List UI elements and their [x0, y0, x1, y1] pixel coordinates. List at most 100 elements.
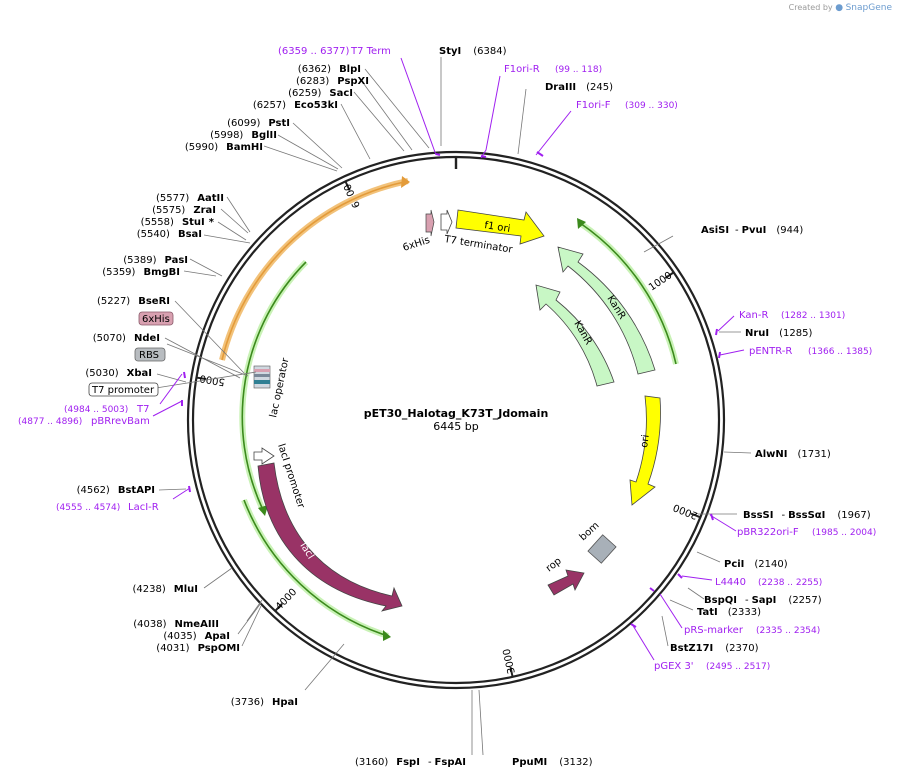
site-pspxi: (6283)PspXI — [296, 76, 369, 87]
site-fspi: (3160)FspI-FspAI — [355, 757, 466, 768]
orange-arrowhead — [401, 176, 410, 188]
primer-pbr322orif-range: (1985 .. 2004) — [812, 528, 876, 538]
t7-terminator-arrow — [440, 209, 453, 235]
green-arrowhead-right — [577, 218, 586, 229]
inner-features: f1 ori KanR KanR ori bom rop lacI lacI p… — [253, 209, 661, 612]
credit-prefix: Created by — [788, 3, 833, 12]
ori-arrow — [629, 395, 661, 506]
scale-tick-label: 1000 — [647, 270, 674, 293]
primer-t7term-name: T7 Term — [350, 46, 391, 57]
primer-kanr-range: (1282 .. 1301) — [781, 311, 845, 321]
credit-brand: SnapGene — [845, 3, 892, 13]
site-blpi: (6362)BlpI — [298, 64, 361, 75]
green-arrowhead-left — [258, 505, 268, 516]
primer-pbr322orif-name: pBR322ori-F — [737, 527, 799, 538]
sites-right: StyI(6384) DraIII(245) AsiSI-PvuI(944) N… — [439, 46, 871, 768]
primer-f1orif-name: F1ori-F — [576, 100, 611, 111]
primer-prsmarker-name: pRS-marker — [684, 625, 744, 636]
site-pcii: PciI(2140) — [724, 559, 788, 570]
primer-pgex3-name: pGEX 3' — [654, 661, 694, 672]
site-zrai: (5575)ZraI — [152, 205, 216, 216]
site-psti: (6099)PstI — [227, 118, 290, 129]
lac-operator-stripe-3 — [254, 380, 270, 384]
laci-arrow — [257, 462, 403, 612]
primer-pbrrevbam-range: (4877 .. 4896) — [18, 417, 82, 427]
green-arc-right-core — [579, 222, 677, 365]
primer-lacir-range: (4555 .. 4574) — [56, 503, 120, 513]
primer-l4440-name: L4440 — [715, 577, 746, 588]
scale-tick-label: 4000 — [274, 587, 299, 613]
feature-arrows — [219, 176, 679, 641]
kanr-arrow-1 — [557, 246, 656, 375]
scale-tick — [196, 376, 207, 381]
site-eco53ki: (6257)Eco53kI — [253, 100, 338, 111]
primer-f1orir-name: F1ori-R — [504, 64, 540, 75]
site-bstz17i: BstZ17I(2370) — [670, 643, 759, 654]
his-tag-label: 6xHis — [402, 235, 432, 254]
lac-operator-stripe-2 — [254, 374, 270, 377]
site-bseri: (5227)BseRI — [97, 296, 170, 307]
site-bmgbi: (5359)BmgBI — [102, 267, 180, 278]
primer-kanr-name: Kan-R — [739, 310, 768, 321]
scale-tick — [274, 603, 283, 612]
kanr-arrow-2 — [535, 284, 615, 387]
site-asisi: AsiSI-PvuI(944) — [701, 225, 803, 236]
rop-arrow — [547, 569, 585, 596]
plasmid-length: 6445 bp — [433, 420, 478, 433]
primer-l4440-range: (2238 .. 2255) — [758, 578, 822, 588]
site-aatii: (5577)AatII — [156, 193, 224, 204]
sites-left: (3160)FspI-FspAI (3736)HpaI (4038)NmeAII… — [77, 64, 466, 768]
site-saci: (6259)SacI — [288, 88, 353, 99]
lac-operator-stripe-1 — [254, 369, 270, 372]
bom-box — [587, 534, 617, 564]
scale-tick — [690, 512, 701, 519]
site-styi: StyI(6384) — [439, 46, 507, 57]
site-mlui: (4238)MluI — [133, 584, 198, 595]
f1-ori-arrow — [455, 209, 545, 245]
primer-ticks — [181, 151, 721, 628]
primer-pentrr-range: (1366 .. 1385) — [808, 347, 872, 357]
site-ndei: (5070)NdeI — [93, 333, 160, 344]
his-box — [138, 311, 174, 326]
snapgene-credit: Created by ● SnapGene — [789, 3, 892, 13]
primer-t7-name: T7 — [136, 404, 149, 415]
plasmid-name: pET30_Halotag_K73T_Jdomain — [364, 407, 549, 420]
site-bsai: (5540)BsaI — [137, 229, 202, 240]
site-hpai: (3736)HpaI — [231, 697, 298, 708]
his-box-label: 6xHis — [142, 314, 170, 325]
primer-pbrrevbam-name: pBRrevBam — [91, 416, 150, 427]
site-nrui: NruI(1285) — [745, 328, 812, 339]
rbs-box — [134, 347, 166, 362]
snapgene-logo: ● — [835, 3, 844, 13]
primer-t7-range: (4984 .. 5003) — [64, 405, 128, 415]
scale-tick — [344, 180, 351, 191]
scale-tick — [664, 271, 675, 279]
lac-operator-label: lac operator — [268, 356, 292, 418]
site-bamhi: (5990)BamHI — [185, 142, 263, 153]
boxed-labels: 6xHis RBS T7 promoter — [88, 311, 174, 397]
site-nmeaiii: (4038)NmeAIII — [133, 619, 219, 630]
scale-tick — [509, 666, 514, 678]
primer-prsmarker-range: (2335 .. 2354) — [756, 626, 820, 636]
primer-f1orir-range: (99 .. 118) — [555, 65, 602, 75]
ori-label: ori — [639, 434, 652, 448]
primer-pgex3-range: (2495 .. 2517) — [706, 662, 770, 672]
site-draiii: DraIII(245) — [545, 82, 613, 93]
orange-arc — [219, 178, 409, 361]
orange-arc-core — [221, 181, 405, 361]
scale-tick-label: 3000 — [502, 647, 518, 674]
site-bspqi: BspQI-SapI(2257) — [704, 595, 822, 606]
t7promoter-box-label: T7 promoter — [91, 385, 155, 396]
leader-lines — [155, 57, 752, 756]
green-arc-left-core — [241, 261, 307, 511]
primer-f1orif-range: (309 .. 330) — [625, 101, 678, 111]
site-bsssi: BssSI-BssSαI(1967) — [743, 510, 871, 521]
rop-label: rop — [544, 556, 564, 575]
primer-pentrr-name: pENTR-R — [749, 346, 792, 357]
site-stui: (5558)StuI* — [141, 217, 215, 228]
green-arrowhead-bottom — [383, 630, 391, 641]
site-pasi: (5389)PasI — [123, 255, 188, 266]
his-tag-arrow — [425, 209, 435, 237]
t7-terminator-label: T7 terminator — [443, 234, 515, 256]
